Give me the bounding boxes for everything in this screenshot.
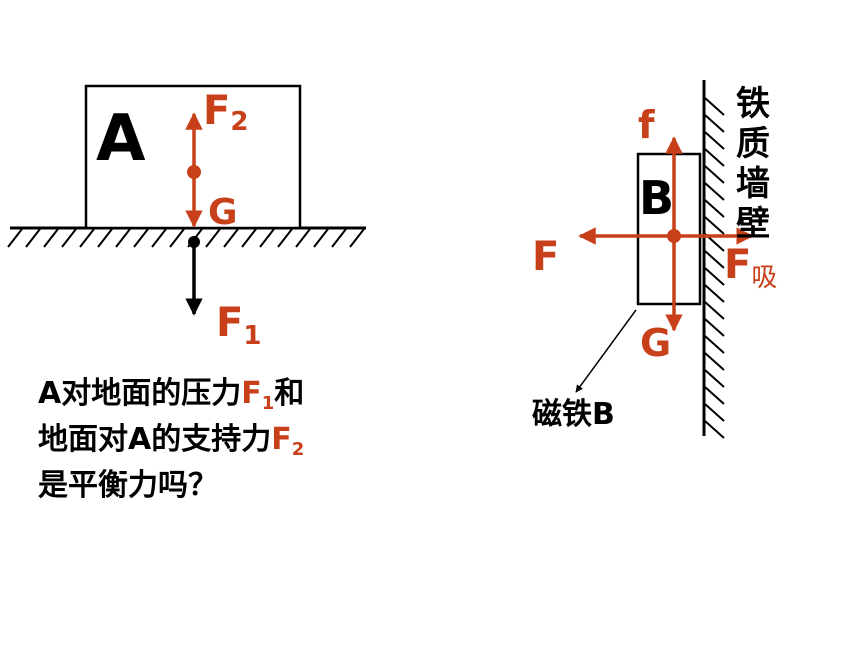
ground-hatch-mark (79, 228, 95, 248)
wall-hatch-mark (704, 403, 725, 422)
ground-hatch-mark (61, 228, 77, 248)
caption-pointer-line (575, 309, 637, 393)
wall-hatch-mark (704, 369, 725, 388)
wall-hatch (704, 97, 725, 439)
wall-label-char-1: 铁 (736, 84, 770, 124)
ground-hatch-mark (277, 228, 293, 248)
wall-label-char-4: 壁 (736, 204, 770, 244)
ground-hatch-mark (295, 228, 311, 248)
wall-hatch-mark (704, 114, 725, 133)
ground-hatch-mark (169, 228, 185, 248)
ground-hatch (7, 228, 365, 248)
left-diagram: A F2 G F1 (7, 84, 366, 351)
question-f2: F2 (271, 422, 305, 460)
ground-hatch-mark (25, 228, 41, 248)
wall-hatch-mark (704, 199, 725, 218)
g-label-left: G (208, 192, 238, 233)
magnet-caption: 磁铁B (532, 397, 615, 432)
wall-hatch-mark (704, 216, 725, 235)
ground-hatch-mark (331, 228, 347, 248)
ground-hatch-mark (151, 228, 167, 248)
magnet-b-center-point (667, 229, 681, 243)
ground-hatch-mark (97, 228, 113, 248)
wall-hatch-mark (704, 318, 725, 337)
block-a-center-point (187, 165, 201, 179)
f2-label: F2 (203, 88, 248, 137)
right-diagram: B f G F F吸 磁铁B (532, 80, 777, 439)
wall-hatch-mark (704, 165, 725, 184)
question-line-1: A对地面的压力F1和 (38, 376, 305, 414)
ground-hatch-mark (43, 228, 59, 248)
ground-hatch-mark (241, 228, 257, 248)
question-f1: F1 (241, 376, 275, 414)
ground-hatch-mark (223, 228, 239, 248)
block-a-label: A (96, 102, 146, 176)
wall-hatch-mark (704, 335, 725, 354)
f1-label: F1 (216, 300, 261, 351)
ground-hatch-mark (259, 228, 275, 248)
wall-hatch-mark (704, 420, 725, 439)
wall-label-char-2: 质 (736, 124, 770, 164)
ground-hatch-mark (313, 228, 329, 248)
ground-hatch-mark (205, 228, 221, 248)
g-label-right: G (640, 321, 671, 365)
wall-hatch-mark (704, 97, 725, 116)
question-line-2: 地面对A的支持力F2 (38, 422, 305, 460)
push-f-label: F (532, 234, 559, 280)
wall-hatch-mark (704, 352, 725, 371)
wall-hatch-mark (704, 301, 725, 320)
attract-f-label: F吸 (724, 242, 777, 293)
wall-hatch-mark (704, 131, 725, 150)
magnet-b-label: B (639, 171, 674, 225)
wall-label-char-3: 墙 (736, 164, 770, 204)
ground-hatch-mark (7, 228, 23, 248)
wall-hatch-mark (704, 284, 725, 303)
wall-hatch-mark (704, 267, 725, 286)
question-line-3: 是平衡力吗？ (38, 468, 218, 503)
wall-hatch-mark (704, 250, 725, 269)
wall-hatch-mark (704, 148, 725, 167)
ground-hatch-mark (115, 228, 131, 248)
ground-hatch-mark (133, 228, 149, 248)
friction-label: f (638, 103, 655, 147)
magnet-b (636, 152, 702, 306)
wall-hatch-mark (704, 386, 725, 405)
ground-hatch-mark (349, 228, 365, 248)
wall-hatch-mark (704, 182, 725, 201)
